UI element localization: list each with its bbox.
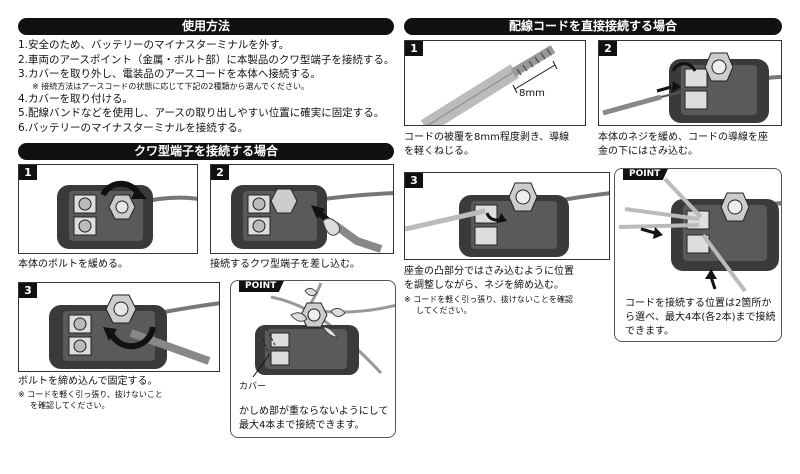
usage-step-1: 1.安全のため、バッテリーのマイナスターミナルを外す。 xyxy=(18,39,290,51)
direct-step2-caption-2: 金の下にはさみ込む。 xyxy=(598,146,698,157)
direct-point-caption-2: ら選べ、最大4本(各2本)まで接続 xyxy=(625,312,776,323)
direct-point-caption-3: できます。 xyxy=(625,326,674,337)
terminal-tighten-illustration xyxy=(49,294,219,369)
direct-step3-number: 3 xyxy=(405,173,423,188)
direct-header: 配線コードを直接接続する場合 xyxy=(404,18,782,35)
direct-point-label: POINT xyxy=(623,169,669,180)
kuwa-step1-illustration: 1 xyxy=(18,164,198,254)
stripped-wire-illustration xyxy=(420,45,558,125)
direct-step3-note-2: してください。 xyxy=(416,306,472,315)
kuwa-step3-note-1: ※ コードを軽く引っ張り、抜けないこと xyxy=(18,390,163,399)
direct-step3-illustration: 3 xyxy=(404,172,610,260)
kuwa-step3-number: 3 xyxy=(19,283,37,298)
kuwa-header: クワ型端子を接続する場合 xyxy=(18,143,394,160)
kuwa-step1-caption: 本体のボルトを緩める。 xyxy=(18,259,128,270)
terminal-block-illustration xyxy=(57,180,197,249)
direct-step1-number: 1 xyxy=(405,41,423,56)
terminal-insert-illustration xyxy=(231,185,393,253)
usage-step-4: 4.カバーを取り付ける。 xyxy=(18,92,134,105)
kuwa-step2-illustration: 2 xyxy=(210,164,394,254)
kuwa-point-label: POINT xyxy=(239,281,285,292)
kuwa-point-caption-1: かしめ部が重ならないようにして xyxy=(239,406,389,417)
multi-wire-illustration xyxy=(618,177,781,293)
usage-step-5: 5.配線バンドなどを使用し、アースの取り出しやすい位置に確実に固定する。 xyxy=(18,107,385,119)
strip-length-label: 8mm xyxy=(519,88,545,99)
kuwa-point-caption-2: 最大4本まで接続できます。 xyxy=(239,420,365,431)
wire-tighten-illustration xyxy=(405,182,609,257)
direct-point-box: POINT コードを接続する位置は2箇所か ら選べ、最大4本(各2本)まで接続 … xyxy=(614,168,782,342)
multi-terminal-illustration xyxy=(252,282,395,378)
kuwa-point-box: POINT カバー かしめ部が重ならないようにして 最大4本まで接続できます。 xyxy=(230,280,396,438)
usage-header: 使用方法 xyxy=(18,18,394,35)
kuwa-step3-caption: ボルトを締め込んで固定する。 xyxy=(18,376,158,387)
kuwa-step2-number: 2 xyxy=(211,165,229,180)
wire-insert-illustration xyxy=(602,52,781,123)
direct-step2-illustration: 2 xyxy=(598,40,782,126)
kuwa-step3-illustration: 3 xyxy=(18,282,220,372)
direct-step1-caption-1: コードの被覆を8mm程度剥き、導線 xyxy=(404,132,570,143)
direct-point-caption-1: コードを接続する位置は2箇所か xyxy=(625,298,772,309)
usage-steps: 1.安全のため、バッテリーのマイナスターミナルを外す。 2.車両のアースポイント… xyxy=(18,38,398,135)
direct-step3-caption-2: を調整しながら、ネジを締め込む。 xyxy=(404,280,564,291)
direct-step1-caption-2: を軽くねじる。 xyxy=(404,146,474,157)
kuwa-point-cover-label: カバー xyxy=(239,382,267,392)
kuwa-step2-caption: 接続するクワ型端子を差し込む。 xyxy=(210,259,360,270)
direct-step3-caption-1: 座金の凸部分ではさみ込むように位置 xyxy=(404,266,574,277)
usage-step-6: 6.バッテリーのマイナスターミナルを接続する。 xyxy=(18,121,249,134)
direct-step1-illustration: 1 8mm xyxy=(404,40,586,126)
kuwa-step3-note-2: を確認してください。 xyxy=(30,401,110,410)
direct-step2-number: 2 xyxy=(599,41,617,56)
direct-step2-caption-1: 本体のネジを緩め、コードの導線を座 xyxy=(598,132,768,143)
usage-step-2: 2.車両のアースポイント（金属・ボルト部）に本製品のクワ型端子を接続する。 xyxy=(18,53,395,66)
usage-step-3-note: ※ 接続方法はアースコードの状態に応じて下記の2種類から選んでください。 xyxy=(32,81,310,91)
kuwa-step1-number: 1 xyxy=(19,165,37,180)
direct-step3-note-1: ※ コードを軽く引っ張り、抜けないことを確認 xyxy=(404,295,573,304)
usage-step-3: 3.カバーを取り外し、電装品のアースコードを本体へ接続する。 xyxy=(18,68,321,80)
